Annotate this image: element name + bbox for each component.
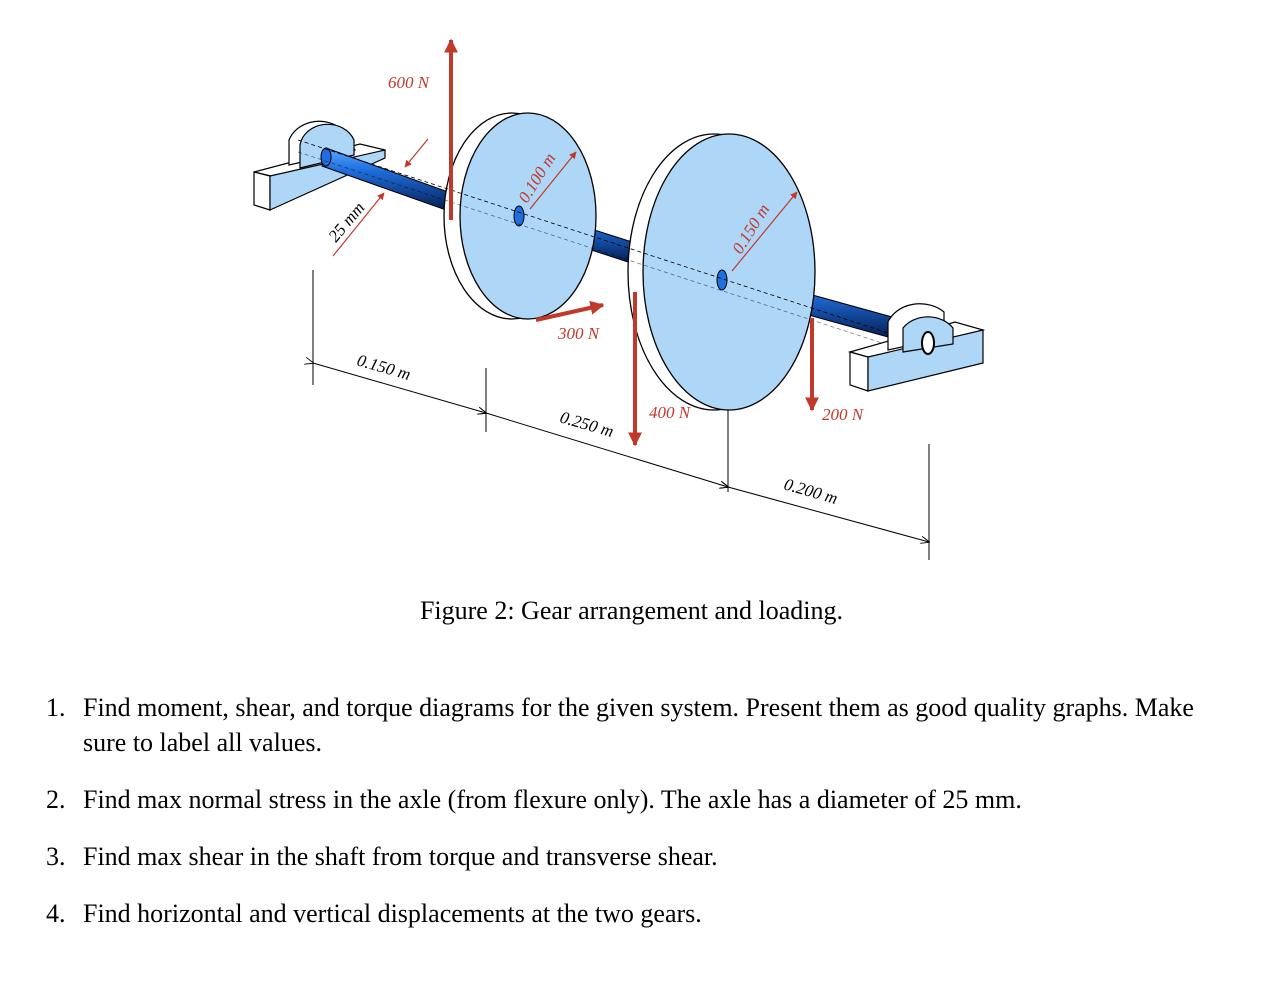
question-item: 3. Find max shear in the shaft from torq… bbox=[46, 839, 1236, 874]
right-bearing bbox=[847, 303, 986, 392]
force-300-label: 300 N bbox=[557, 324, 601, 343]
question-item: 1. Find moment, shear, and torque diagra… bbox=[46, 690, 1236, 760]
question-text: Find max normal stress in the axle (from… bbox=[83, 785, 1022, 814]
question-text: Find max shear in the shaft from torque … bbox=[83, 842, 718, 871]
gear-large bbox=[627, 133, 816, 411]
force-400-label: 400 N bbox=[649, 403, 692, 422]
question-item: 2. Find max normal stress in the axle (f… bbox=[46, 782, 1236, 817]
question-item: 4. Find horizontal and vertical displace… bbox=[46, 896, 1236, 931]
radius-gear2-arrow bbox=[731, 191, 798, 272]
question-number: 4. bbox=[46, 899, 66, 928]
dim-1-label: 0.150 m bbox=[355, 351, 413, 384]
force-600-label: 600 N bbox=[388, 73, 431, 92]
bearing-hole-icon bbox=[921, 331, 935, 355]
shaft-axis-line bbox=[297, 139, 941, 351]
question-text: Find moment, shear, and torque diagrams … bbox=[83, 693, 1194, 757]
question-number: 2. bbox=[46, 785, 66, 814]
radius-gear1-arrow bbox=[529, 151, 577, 210]
dim-2-label: 0.250 m bbox=[558, 408, 616, 441]
question-text: Find horizontal and vertical displacemen… bbox=[83, 899, 702, 928]
shaft-axis-line-2 bbox=[297, 151, 941, 363]
question-number: 3. bbox=[46, 842, 66, 871]
shaft-diameter-arrow-bottom bbox=[332, 192, 385, 257]
gear-arrangement-figure: 600 N 300 N 400 N 200 N 0.100 m 0.150 m … bbox=[253, 38, 986, 560]
dim-1-line bbox=[313, 363, 486, 413]
question-number: 1. bbox=[46, 693, 66, 722]
question-list: 1. Find moment, shear, and torque diagra… bbox=[46, 690, 1236, 953]
force-200-label: 200 N bbox=[822, 405, 865, 424]
shaft-diameter-arrow-top bbox=[404, 138, 429, 168]
dim-3-label: 0.200 m bbox=[782, 475, 840, 508]
dim-3-line bbox=[728, 487, 929, 542]
force-300-arrow bbox=[535, 300, 605, 322]
figure-caption: Figure 2: Gear arrangement and loading. bbox=[419, 596, 844, 625]
dim-2-line bbox=[486, 413, 728, 487]
gear-small bbox=[443, 112, 597, 320]
